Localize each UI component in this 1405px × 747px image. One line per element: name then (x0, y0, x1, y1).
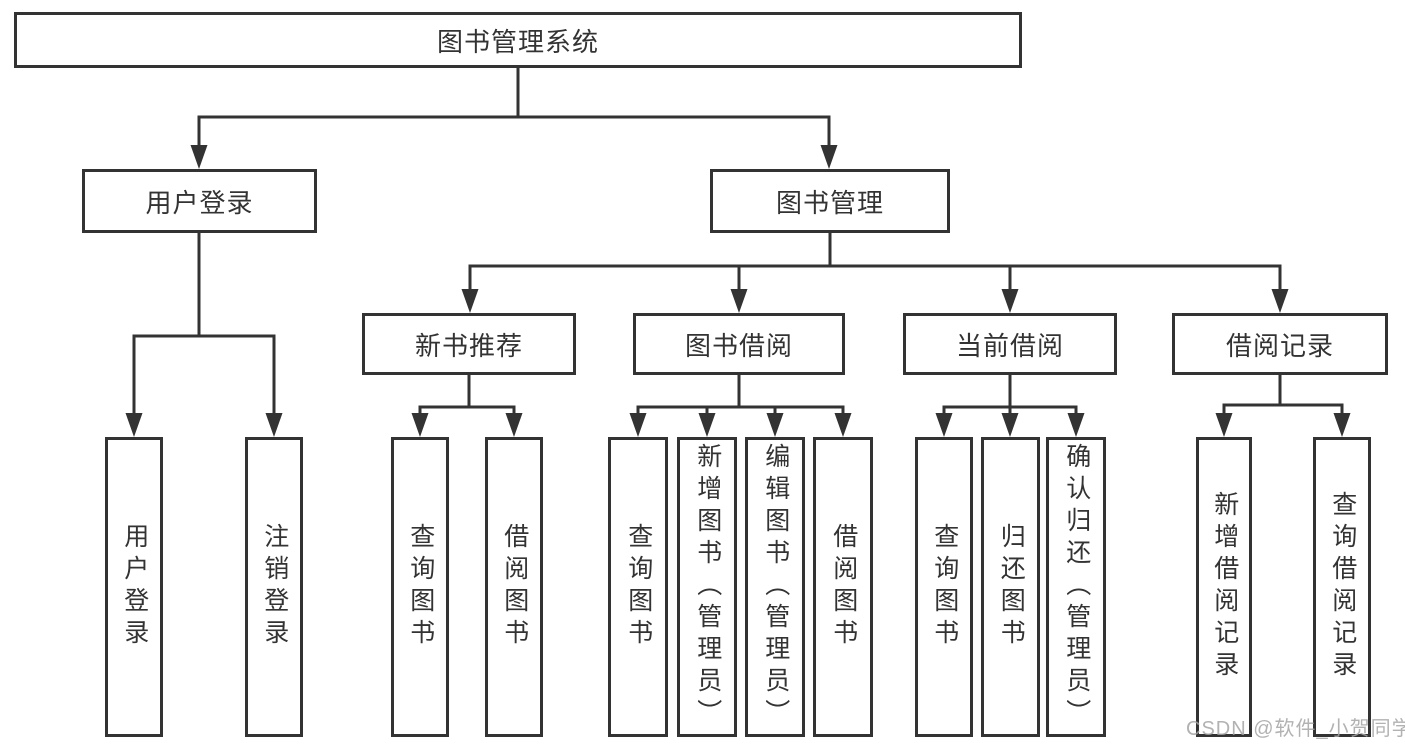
node-label: 图书管理系统 (436, 26, 599, 57)
node-label: 借阅图书 (500, 523, 529, 651)
node-label: 借阅图书 (829, 523, 858, 651)
leaf-confirm-return-admin: 确认归还（管理员） (1046, 437, 1106, 737)
node-label: 查询借阅记录 (1328, 491, 1357, 683)
node-label: 用户登录 (120, 523, 149, 651)
node-user-login-branch: 用户登录 (82, 169, 317, 233)
node-borrowing-records: 借阅记录 (1172, 313, 1388, 375)
leaf-user-login: 用户登录 (105, 437, 163, 737)
node-label: 查询图书 (406, 523, 435, 651)
node-book-management-branch: 图书管理 (710, 169, 950, 233)
node-label: 图书管理 (775, 187, 884, 218)
node-label: 当前借阅 (955, 330, 1064, 361)
node-label: 归还图书 (997, 523, 1026, 651)
csdn-watermark: CSDN @软件_小贺同学 (1186, 718, 1405, 740)
leaf-query-borrow-record: 查询借阅记录 (1313, 437, 1371, 737)
leaf-add-borrow-record: 新增借阅记录 (1196, 437, 1252, 737)
leaf-query-books-recommend: 查询图书 (391, 437, 449, 737)
leaf-logout: 注销登录 (245, 437, 303, 737)
node-book-borrowing: 图书借阅 (633, 313, 845, 375)
node-label: 图书借阅 (684, 330, 793, 361)
leaf-edit-books-admin: 编辑图书（管理员） (745, 437, 805, 737)
leaf-query-books-borrowing: 查询图书 (608, 437, 668, 737)
leaf-return-books: 归还图书 (981, 437, 1040, 737)
leaf-query-books-current: 查询图书 (915, 437, 973, 737)
node-label: 借阅记录 (1225, 330, 1334, 361)
node-new-book-recommendation: 新书推荐 (362, 313, 576, 375)
leaf-add-books-admin: 新增图书（管理员） (677, 437, 737, 737)
node-label: 编辑图书（管理员） (761, 443, 790, 731)
node-label: 确认归还（管理员） (1062, 443, 1091, 731)
node-label: 用户登录 (145, 187, 254, 218)
node-label: 新书推荐 (414, 330, 523, 361)
node-root-library-management-system: 图书管理系统 (14, 12, 1022, 68)
node-label: 注销登录 (260, 523, 289, 651)
node-current-borrowing: 当前借阅 (903, 313, 1117, 375)
node-label: 新增图书（管理员） (693, 443, 722, 731)
node-label: 查询图书 (624, 523, 653, 651)
leaf-borrow-books-recommend: 借阅图书 (485, 437, 543, 737)
node-label: 查询图书 (930, 523, 959, 651)
leaf-borrow-books: 借阅图书 (813, 437, 873, 737)
node-label: 新增借阅记录 (1210, 491, 1239, 683)
